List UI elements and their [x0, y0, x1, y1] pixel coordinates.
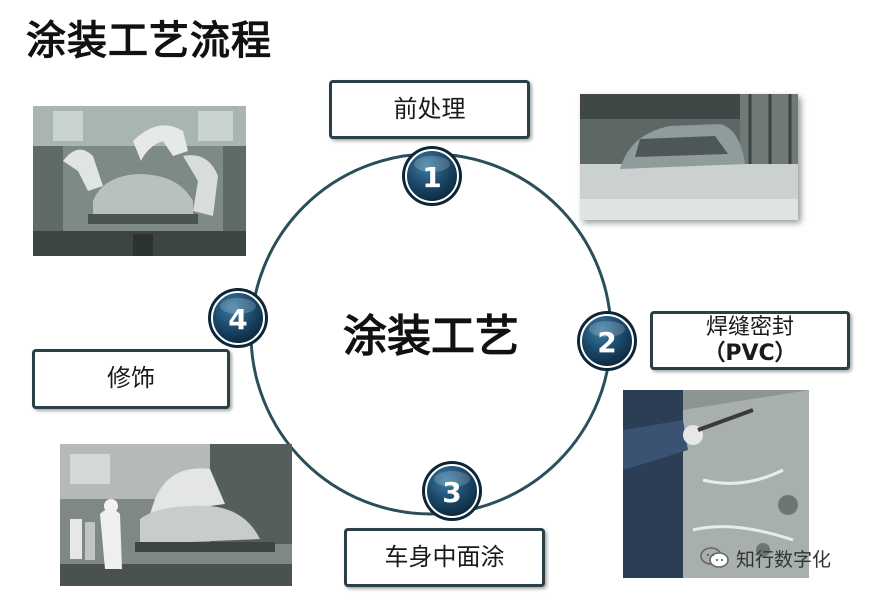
step-badge-1-number: 1 [422, 161, 441, 194]
step-badge-3-number: 3 [442, 476, 461, 509]
step-badge-2-number: 2 [597, 326, 616, 359]
step-label-2-line1: 焊缝密封 [705, 315, 794, 341]
center-label: 涂装工艺 [343, 311, 519, 362]
photo-finishing-line [60, 444, 292, 586]
watermark: 知行数字化 [700, 543, 831, 573]
watermark-text: 知行数字化 [736, 548, 832, 571]
step-box-middle-coat[interactable]: 车身中面涂 [344, 528, 545, 587]
step-box-pretreatment[interactable]: 前处理 [329, 80, 530, 139]
step-box-finishing[interactable]: 修饰 [32, 349, 230, 409]
photo-dip-tank [580, 94, 798, 220]
step-badge-3[interactable]: 3 [422, 461, 482, 521]
step-label-4: 修饰 [107, 364, 155, 393]
step-label-2-line2: （PVC） [703, 340, 797, 366]
step-badge-4-number: 4 [228, 303, 247, 336]
step-label-1: 前处理 [393, 94, 466, 123]
step-label-3: 车身中面涂 [384, 542, 505, 571]
photo-seam-sealing [623, 390, 809, 578]
step-badge-1[interactable]: 1 [402, 146, 462, 206]
wechat-icon [700, 547, 729, 568]
step-badge-2[interactable]: 2 [577, 311, 637, 371]
photo-paint-robots [33, 106, 246, 256]
page-title: 涂装工艺流程 [26, 18, 272, 64]
step-badge-4[interactable]: 4 [208, 288, 268, 348]
step-box-seam-sealing[interactable]: 焊缝密封 （PVC） [650, 311, 850, 370]
